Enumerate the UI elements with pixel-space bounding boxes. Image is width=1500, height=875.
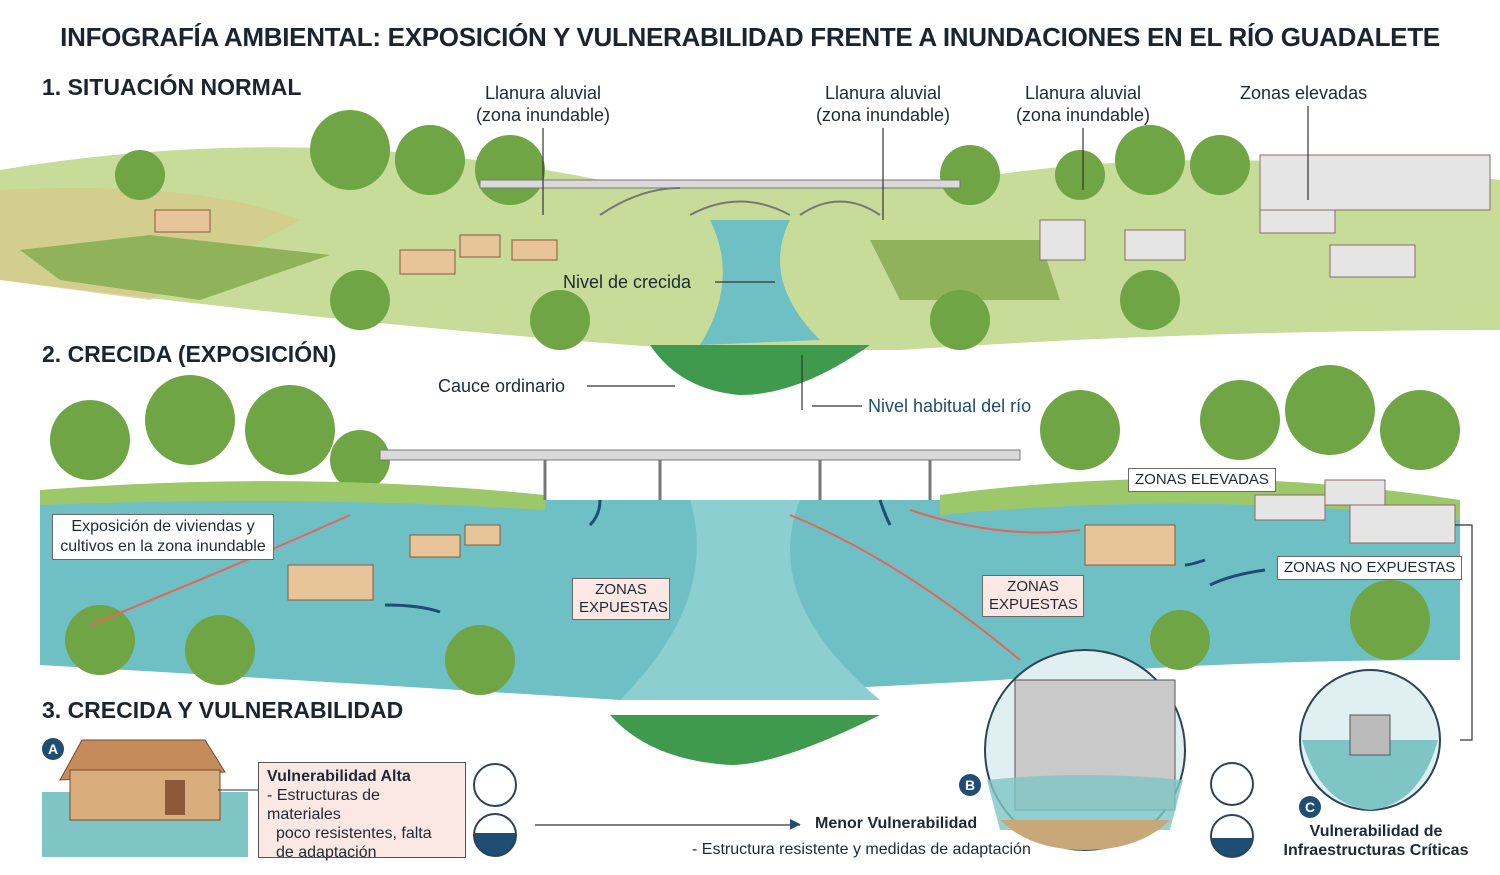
exposure-callout: Exposición de viviendas y cultivos en la … <box>52 514 274 560</box>
callout-line: cultivos en la zona inundable <box>60 538 266 555</box>
section-1-heading: 1. SITUACIÓN NORMAL <box>38 74 306 101</box>
foundation-pillar-icon <box>1210 814 1254 858</box>
vulnerability-high-line: de adaptación <box>276 844 377 861</box>
label-line: Llanura aluvial <box>1024 83 1142 103</box>
badge-b: B <box>959 774 981 796</box>
menor-vulnerabilidad-desc: - Estructura resistente y medidas de ada… <box>692 841 1031 858</box>
cracked-wall-icon <box>473 763 517 807</box>
label-line: Llanura aluvial <box>824 83 942 103</box>
vulnerability-high-line: - Estructuras de materiales <box>267 787 380 823</box>
vulnerability-high-box: Vulnerabilidad Alta - Estructuras de mat… <box>258 762 466 861</box>
badge-a: A <box>42 738 64 760</box>
zonas-no-expuestas-tag: ZONAS NO EXPUESTAS <box>1277 556 1463 580</box>
label-nivel-habitual: Nivel habitual del río <box>868 396 1032 416</box>
label-zonas-elevadas: Zonas elevadas <box>1240 83 1368 103</box>
vulnerability-high-line: poco resistentes, falta <box>276 825 432 842</box>
label-line: Llanura aluvial <box>484 83 602 103</box>
zonas-expuestas-right: ZONAS EXPUESTAS <box>982 575 1084 617</box>
critical-infra-line: Infraestructuras Críticas <box>1283 842 1469 859</box>
zonas-elevadas-tag: ZONAS ELEVADAS <box>1128 468 1276 492</box>
callout-line: Exposición de viviendas y <box>71 518 255 535</box>
section-3-heading: 3. CRECIDA Y VULNERABILIDAD <box>38 697 408 724</box>
infographic-title: INFOGRAFÍA AMBIENTAL: EXPOSICIÓN Y VULNE… <box>60 22 1440 52</box>
critical-infra-line: Vulnerabilidad de <box>1309 823 1443 840</box>
section-2-heading: 2. CRECIDA (EXPOSICIÓN) <box>38 341 341 368</box>
zonas-expuestas-left: ZONAS EXPUESTAS <box>572 578 670 620</box>
vulnerability-high-title: Vulnerabilidad Alta <box>267 768 411 785</box>
materials-layers-icon <box>1210 762 1254 806</box>
label-llanura-aluvial-3: Llanura aluvial(zona inundable) <box>1008 82 1158 126</box>
label-llanura-aluvial-2: Llanura aluvial(zona inundable) <box>808 82 958 126</box>
critical-infrastructure-label: Vulnerabilidad de Infraestructuras Críti… <box>1276 822 1476 860</box>
label-cauce-ordinario: Cauce ordinario <box>438 376 566 396</box>
label-line: (zona inundable) <box>1015 105 1151 125</box>
label-nivel-crecida: Nivel de crecida <box>563 272 692 292</box>
label-llanura-aluvial-1: Llanura aluvial(zona inundable) <box>468 82 618 126</box>
menor-vulnerabilidad-title: Menor Vulnerabilidad <box>815 815 978 832</box>
water-level-icon <box>473 813 517 857</box>
badge-c: C <box>1299 796 1321 818</box>
label-line: (zona inundable) <box>475 105 611 125</box>
label-line: (zona inundable) <box>815 105 951 125</box>
arrow-head-icon: ▶ <box>790 815 801 831</box>
